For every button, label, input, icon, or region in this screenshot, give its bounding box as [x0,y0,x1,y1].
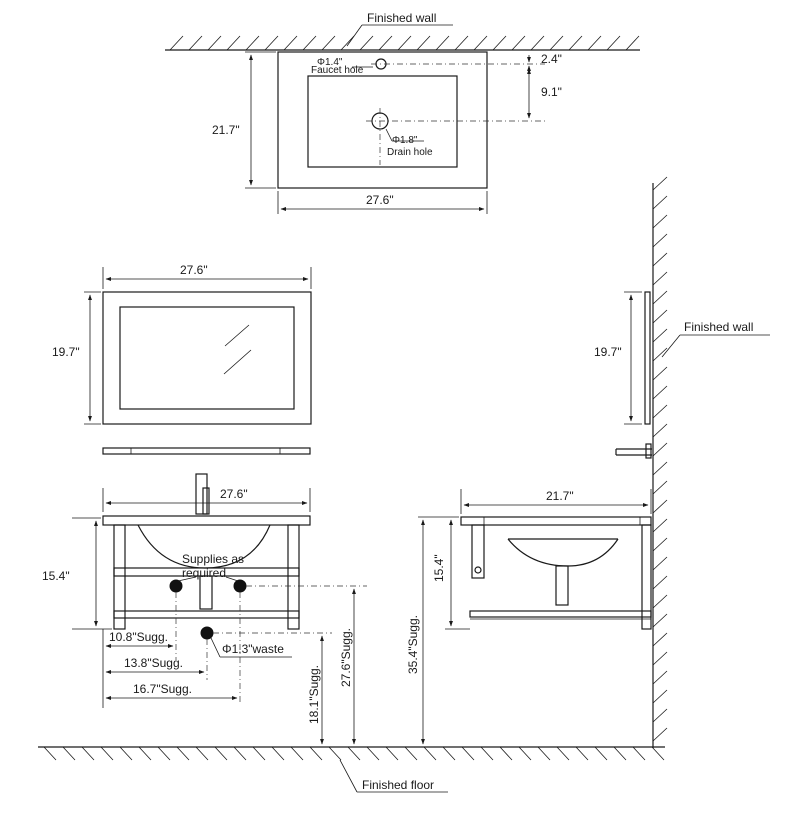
vanity-side-shelf [469,610,652,618]
dim-18-1-text: 18.1"Sugg. [307,665,321,724]
vanity-side-height-text: 15.4" [432,554,446,582]
side-wall-label: Finished wall [661,320,770,358]
waste-icon [200,626,214,640]
faucet-hole-text: Faucet hole [311,65,364,76]
faucet-offset-text: 2.4" [541,52,562,66]
top-finished-wall [165,35,640,51]
vanity-right-leg [287,524,300,630]
glass-reflection-icon [224,324,250,347]
mirror-side-view: 19.7" [594,291,652,459]
vanity-left-leg [113,524,126,630]
drain-pipe [199,575,213,610]
mirror-glass [119,306,295,410]
countertop-outline [277,51,488,189]
floor-label: Finished floor [339,759,448,793]
dim-35-4-text: 35.4"Sugg. [406,615,420,674]
top-depth-text: 21.7" [212,123,240,137]
mirror-frame [102,291,312,425]
faucet-diameter-text: Φ1.4" [317,57,343,68]
dim-27-6-text: 27.6"Sugg. [339,628,353,687]
vanity-side-top [460,516,652,526]
finished-wall-side-text: Finished wall [684,320,753,334]
vanity-front-view: Supplies as required Φ1.3"waste 27.6" 15… [42,473,367,745]
vanity-top [102,515,311,526]
supply-right-icon [233,579,247,593]
vanity-width-text: 27.6" [220,487,248,501]
supplies-text-line2: required [182,566,226,580]
side-finished-wall [652,176,668,748]
vanity-side-view: 21.7" 15.4" 35.4"Sugg. [406,489,652,745]
mirror-width-text: 27.6" [180,263,208,277]
dim-10-8-text: 10.8"Sugg. [109,630,168,644]
mirror-shelf [102,447,311,455]
finished-floor [38,746,665,761]
supplies-text-line1: Supplies as [182,552,244,566]
vanity-side-depth-text: 21.7" [546,489,574,503]
drain-diameter-text: Φ1.8" [392,135,418,146]
vanity-side-mount [641,524,652,630]
dim-13-8-text: 13.8"Sugg. [124,656,183,670]
vanity-side-bracket [471,524,485,579]
finished-floor-text: Finished floor [362,778,434,792]
waste-text: Φ1.3"waste [222,642,284,656]
vanity-side-basin [507,538,619,567]
mirror-height-text: 19.7" [52,345,80,359]
vanity-lower-shelf [113,610,300,619]
basin-outline [307,75,458,168]
drain-offset-text: 9.1" [541,85,562,99]
dim-16-7-text: 16.7"Sugg. [133,682,192,696]
vanity-height-text: 15.4" [42,569,70,583]
top-view: Φ1.4" Faucet hole Φ1.8" Drain hole 21.7"… [212,51,562,214]
top-width-text: 27.6" [366,193,394,207]
drain-hole-text: Drain hole [387,147,433,158]
mirror-side-panel [644,291,651,425]
faucet-icon [195,473,208,515]
mirror-side-height-text: 19.7" [594,345,622,359]
vanity-side-drain [555,565,569,606]
finished-wall-top-text: Finished wall [367,11,436,25]
supply-left-icon [169,579,183,593]
mirror-front-view: 27.6" 19.7" [52,263,312,455]
top-wall-label: Finished wall [346,11,453,47]
